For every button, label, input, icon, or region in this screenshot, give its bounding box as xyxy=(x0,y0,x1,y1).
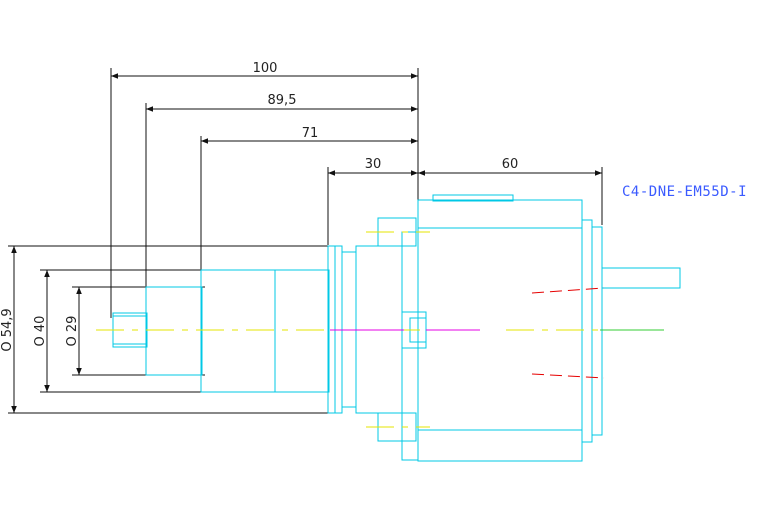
dim-text-60: 60 xyxy=(502,157,519,172)
dim-text-dia-29: O 29 xyxy=(65,316,80,347)
dim-text-30: 30 xyxy=(365,157,382,172)
dim-text-100: 100 xyxy=(253,61,278,76)
center-lines xyxy=(96,231,664,428)
rear-shaft xyxy=(601,267,681,289)
motor-top-tab xyxy=(432,194,514,202)
dim-text-dia-549: O 54,9 xyxy=(0,308,15,351)
gearbox-outline xyxy=(112,194,681,462)
part-label: C4-DNE-EM55D-I xyxy=(622,184,747,200)
gearbox-stage-1 xyxy=(145,286,203,376)
gearbox-stage-2 xyxy=(200,269,330,393)
dim-text-dia-40: O 40 xyxy=(33,316,48,347)
hidden-line-top xyxy=(531,287,605,294)
hidden-line-bottom xyxy=(531,373,605,379)
diameter-dimensions: O 54,9 O 40 O 29 xyxy=(0,245,330,414)
dim-text-71: 71 xyxy=(302,126,319,141)
dim-text-89-5: 89,5 xyxy=(268,93,297,108)
horizontal-dimensions: 100 89,5 71 30 60 xyxy=(110,61,603,318)
rear-plate xyxy=(591,226,603,436)
rear-cap xyxy=(581,219,593,443)
